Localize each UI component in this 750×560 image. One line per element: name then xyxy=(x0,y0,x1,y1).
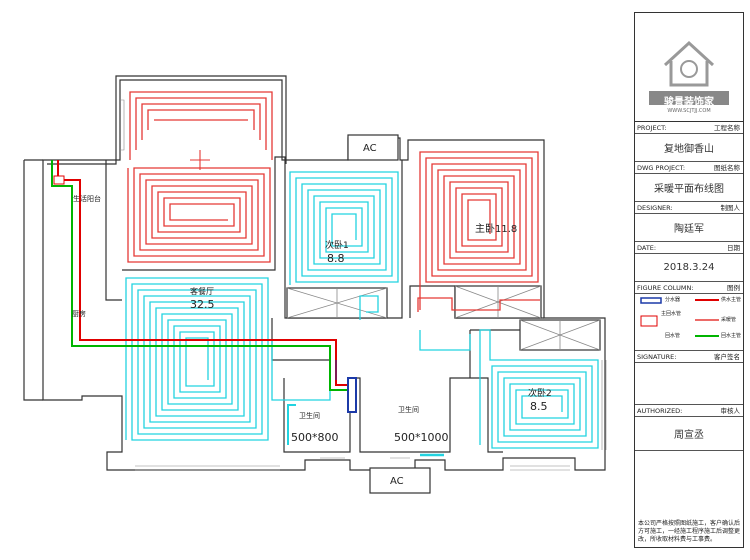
legend-extra: 主回水管 xyxy=(661,311,682,317)
walls xyxy=(23,75,607,494)
authorized-header: AUTHORIZED: 审核人 xyxy=(635,405,743,417)
legend-item-5: 回水管 xyxy=(665,333,681,339)
legend-label-en: FIGURE COLUMN: xyxy=(637,284,694,292)
project-value: 复地御香山 xyxy=(635,134,743,162)
legend-item-4: 回水主管 xyxy=(721,333,742,339)
designer-header: DESIGNER: 制图人 xyxy=(635,202,743,214)
house-logo-icon xyxy=(649,40,729,105)
heating-loop-bed2 xyxy=(419,329,599,457)
authorized-label-en: AUTHORIZED: xyxy=(637,407,683,415)
authorized-label-cn: 审核人 xyxy=(720,407,741,415)
signature-value xyxy=(635,363,743,405)
legend-item-3: 采暖管 xyxy=(721,317,737,323)
legend: 分水器 供水主管 主回水管 采暖管 回水主管 回水管 xyxy=(635,294,743,351)
master-name: 主卧 xyxy=(475,222,495,235)
manifold-legend-icon xyxy=(640,297,662,304)
bed1-area: 8.8 xyxy=(327,252,345,265)
date-header: DATE: 日期 xyxy=(635,242,743,254)
living-area: 32.5 xyxy=(190,298,215,311)
date-label-cn: 日期 xyxy=(727,244,740,252)
legend-label-cn: 图例 xyxy=(727,284,740,292)
kitchen-name: 厨房 xyxy=(72,309,86,318)
authorized-value: 周宣丞 xyxy=(635,417,743,451)
signature-header: SIGNATURE: 客户签名 xyxy=(635,351,743,363)
bath2-name: 卫生间 xyxy=(398,405,419,414)
dwg-label-en: DWG PROJECT: xyxy=(637,164,686,172)
legend-symbols xyxy=(640,297,719,337)
room-labels: 主卧 11.8 次卧1 8.8 次卧2 8.5 客餐厅 32.5 卫生间 500… xyxy=(72,143,552,487)
legend-item-2: 供水主管 xyxy=(721,297,742,303)
living-name: 客餐厅 xyxy=(190,286,214,296)
logo-url: WWW.SCJTJJ.COM xyxy=(667,108,711,114)
designer-value: 陶廷军 xyxy=(635,214,743,242)
designer-label-cn: 制图人 xyxy=(720,204,741,212)
project-label-cn: 工程名称 xyxy=(714,124,740,132)
disclaimer-note: 本公司严格按照图纸施工，客户确认后方可施工，一经施工程序施工后调整更改，所收取材… xyxy=(638,520,741,543)
master-area: 11.8 xyxy=(495,224,517,235)
floor-plan: 主卧 11.8 次卧1 8.8 次卧2 8.5 客餐厅 32.5 卫生间 500… xyxy=(23,75,607,494)
bath1-name: 卫生间 xyxy=(299,411,320,420)
legend-item-1: 分水器 xyxy=(665,297,681,303)
ac-bottom-label: AC xyxy=(390,476,404,487)
date-label-en: DATE: xyxy=(637,244,657,252)
bed1-name: 次卧1 xyxy=(325,239,349,251)
title-block: 骏景装饰家 WWW.SCJTJJ.COM PROJECT:工程名称 复地御香山 … xyxy=(634,12,744,548)
legend-header: FIGURE COLUMN: 图例 xyxy=(635,282,743,294)
heating-loop-master xyxy=(417,151,540,312)
manifold xyxy=(347,377,357,413)
date-value: 2018.3.24 xyxy=(635,254,743,282)
boiler-legend-icon xyxy=(640,315,658,327)
boiler-icon xyxy=(53,175,65,185)
designer-label-en: DESIGNER: xyxy=(637,204,673,212)
balcony-name: 生活阳台 xyxy=(73,194,101,203)
dwg-header: DWG PROJECT: 图纸名称 xyxy=(635,162,743,174)
dwg-label-cn: 图纸名称 xyxy=(714,164,740,172)
logo-text: 骏景装饰家 xyxy=(664,97,714,108)
heating-loop-bed1 xyxy=(289,171,399,320)
heating-loop-upper xyxy=(127,91,273,263)
project-header: PROJECT: 工程名称 xyxy=(635,122,743,134)
signature-label-cn: 客户签名 xyxy=(714,353,740,361)
ac-top-label: AC xyxy=(363,143,377,154)
bath1-size: 500*800 xyxy=(291,431,339,444)
dwg-value: 采暖平面布线图 xyxy=(635,174,743,202)
project-label-en: PROJECT: xyxy=(637,124,667,132)
company-logo: 骏景装饰家 WWW.SCJTJJ.COM xyxy=(635,13,743,122)
bed2-area: 8.5 xyxy=(530,400,548,413)
signature-label-en: SIGNATURE: xyxy=(637,353,677,361)
bed2-name: 次卧2 xyxy=(528,387,552,399)
bath2-size: 500*1000 xyxy=(394,431,449,444)
